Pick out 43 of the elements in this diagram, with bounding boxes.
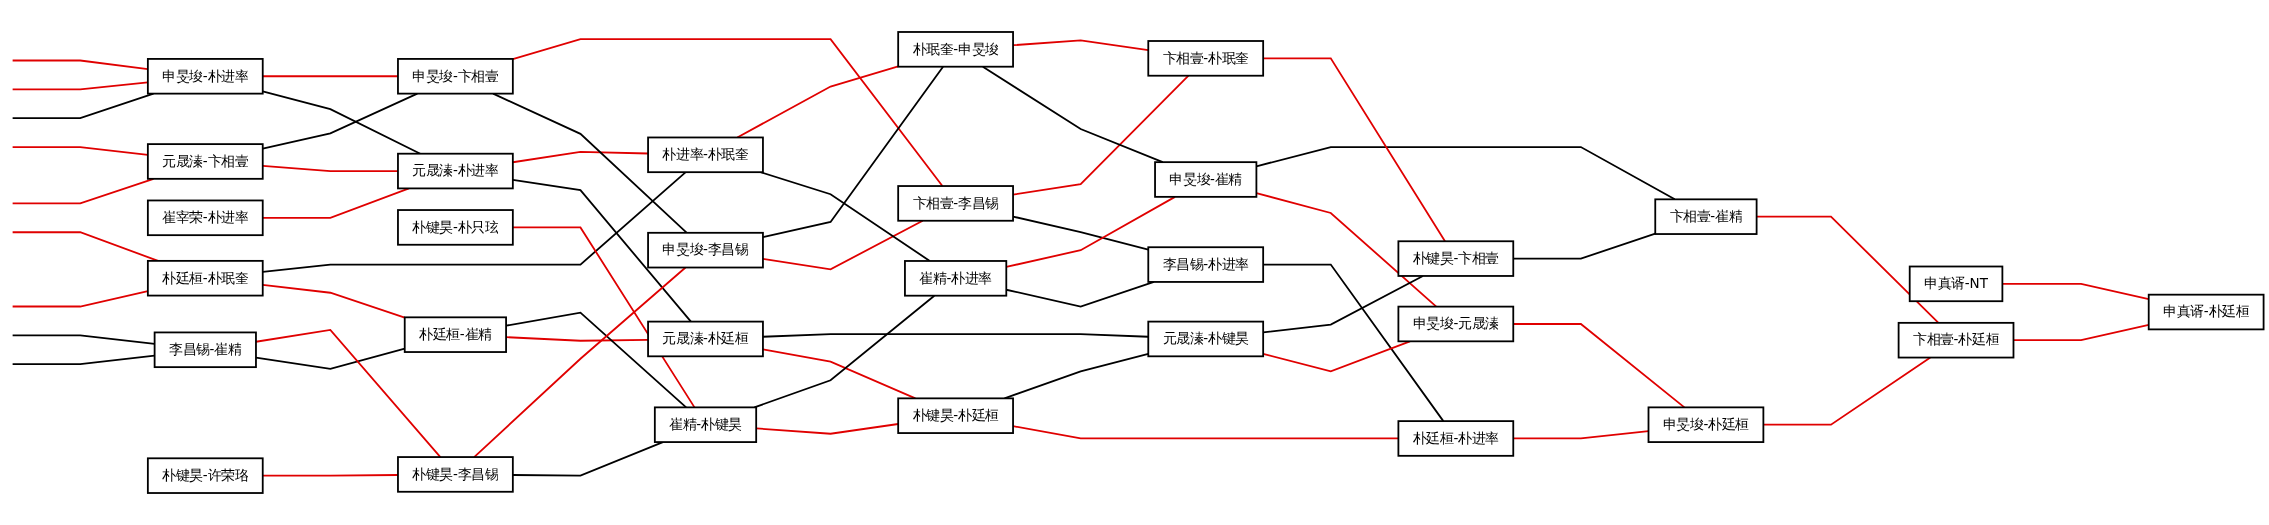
node-box: 朴键昊-朴只玹 <box>397 209 514 246</box>
connector <box>511 38 944 187</box>
node-box: 卞相壹-朴珉奎 <box>1147 40 1265 77</box>
node-box: 朴键昊-朴廷桓 <box>897 397 1014 434</box>
connector <box>762 219 924 271</box>
node-box: 卞相壹-朴廷桓 <box>1897 321 2015 359</box>
node-box: 崔宰荣-朴进率 <box>146 199 264 237</box>
connector <box>11 231 159 262</box>
node-box: 朴进率-朴珉奎 <box>647 136 764 174</box>
node-box: 卞相壹-李昌锡 <box>897 185 1014 222</box>
node-box: 朴键昊-卞相壹 <box>1397 240 1515 277</box>
connector <box>255 329 442 458</box>
node-box: 崔精-朴进率 <box>904 260 1008 297</box>
node-box: 申旻埈-李昌锡 <box>647 231 764 269</box>
connector <box>736 65 900 139</box>
node-box: 申旻埈-元晟溱 <box>1397 305 1515 343</box>
node-box: 申旻埈-崔精 <box>1154 161 1258 198</box>
connector <box>759 171 931 262</box>
node-box: 卞相壹-崔精 <box>1654 198 1758 235</box>
node-box: 李昌锡-崔精 <box>153 331 257 369</box>
node-box: 元晟溱-朴键昊 <box>1147 320 1265 358</box>
node-box: 崔精-朴键昊 <box>653 406 758 443</box>
node-box: 朴键昊-许荣珞 <box>146 457 264 494</box>
node-box: 朴廷桓-朴珉奎 <box>146 259 264 297</box>
node-box: 申旻埈-朴廷桓 <box>1647 406 1765 443</box>
connector <box>473 266 687 458</box>
node-box: 李昌锡-朴进率 <box>1147 246 1265 283</box>
connector <box>1262 340 1411 373</box>
node-box: 申真谞-朴廷桓 <box>2147 293 2265 331</box>
node-box: 申旻埈-卞相壹 <box>397 58 514 95</box>
node-box: 朴键昊-李昌锡 <box>397 456 514 493</box>
connector <box>981 65 1164 164</box>
connector <box>492 92 688 234</box>
node-box: 申真谞-NT <box>1908 265 2004 303</box>
connector <box>762 65 944 239</box>
node-box: 元晟溱-卞相壹 <box>146 143 264 180</box>
node-box: 元晟溱-朴进率 <box>397 152 514 190</box>
node-box: 朴廷桓-朴进率 <box>1397 420 1515 457</box>
connector <box>1262 263 1445 422</box>
node-box: 朴珉奎-申旻埈 <box>897 31 1014 68</box>
node-box: 朴廷桓-崔精 <box>403 316 507 353</box>
node-box: 元晟溱-朴廷桓 <box>647 320 764 358</box>
node-box: 申旻埈-朴进率 <box>146 58 264 95</box>
